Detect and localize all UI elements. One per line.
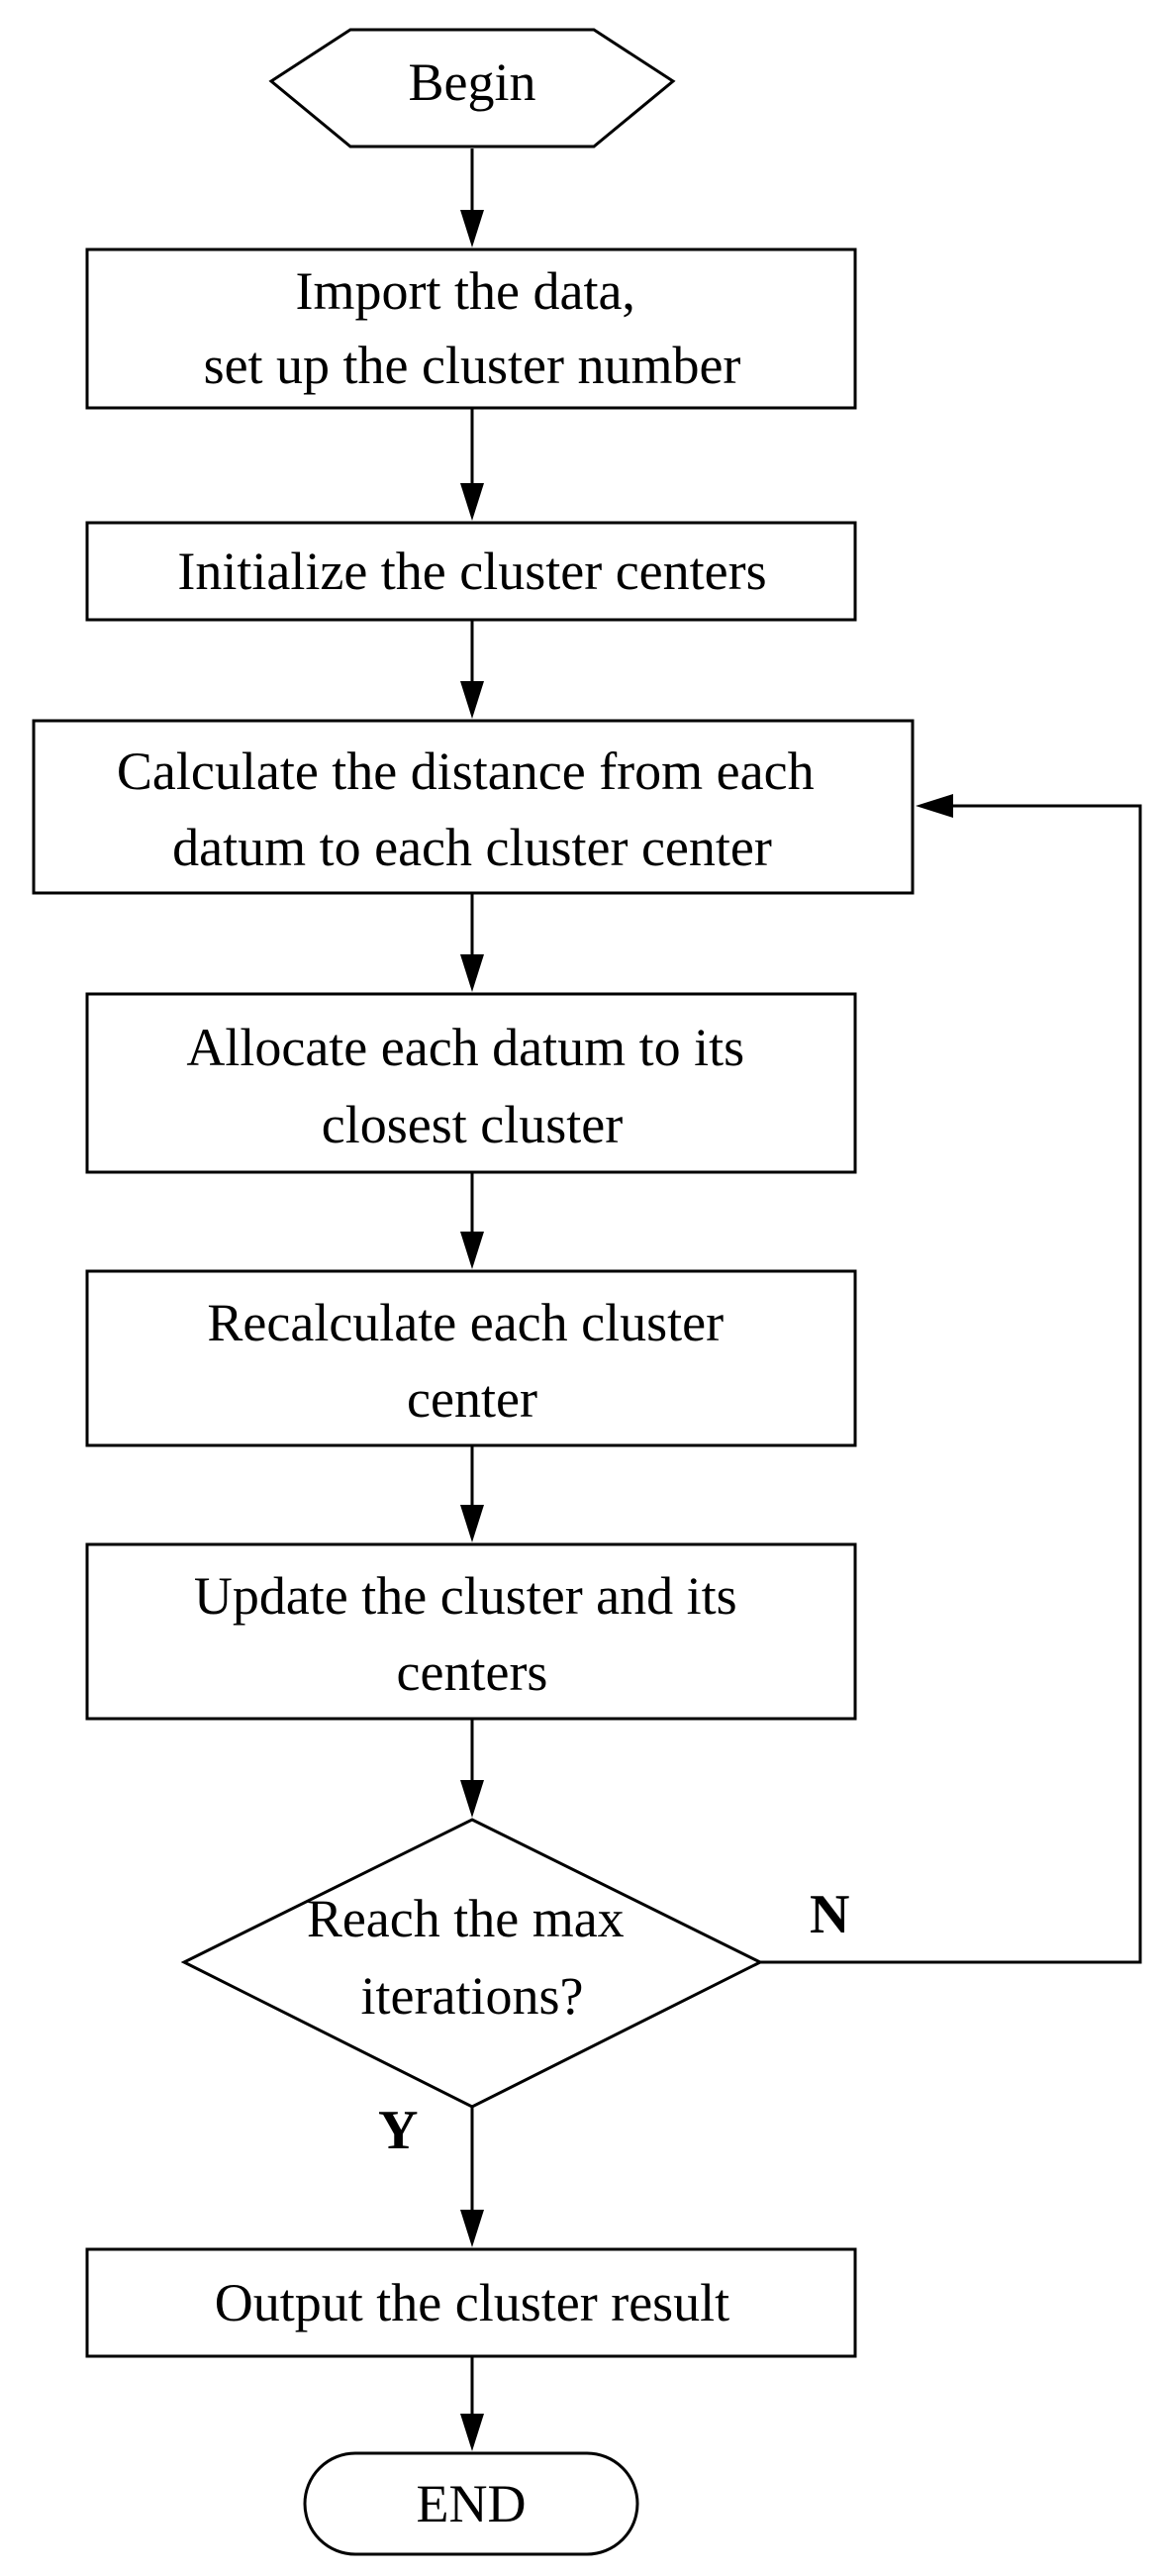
node-distance: Calculate the distance from each datum t… (32, 719, 915, 895)
decision-diamond (180, 1818, 764, 2109)
arrowhead-output (460, 2210, 484, 2247)
branch-label-no: N (810, 1884, 849, 1945)
node-recalc: Recalculate each cluster center (85, 1269, 857, 1447)
svg-text:Calculate the distance from ea: Calculate the distance from each datum t… (117, 742, 827, 877)
init-box (85, 521, 857, 622)
arrowhead-end (460, 2414, 484, 2451)
node-allocate: Allocate each datum to its closest clust… (85, 992, 857, 1174)
node-output: Output the cluster result (85, 2247, 857, 2358)
svg-text:Allocate each datum to its: Allocate each datum to its closest clust… (186, 1018, 757, 1154)
svg-text:Output the cluster result: Output the cluster result (215, 2273, 729, 2332)
begin-label: Begin (409, 52, 536, 112)
end-label: END (417, 2474, 527, 2533)
svg-text:Update the cluster and its: Update the cluster and its centers (194, 1566, 750, 1702)
svg-text:Begin: Begin (409, 52, 536, 112)
output-box (85, 2247, 857, 2358)
loop-back-connector (760, 804, 1142, 1964)
node-import: Import the data, set up the cluster numb… (85, 248, 857, 410)
svg-text:Initialize the cluster centers: Initialize the cluster centers (177, 542, 766, 601)
node-decision: Reach the max iterations? (180, 1818, 764, 2109)
distance-label-line-1: Calculate the distance from each (117, 742, 815, 801)
arrowhead-update (460, 1505, 484, 1542)
recalc-box (85, 1269, 857, 1447)
recalc-label-line-2: center (407, 1369, 537, 1429)
begin-hexagon (268, 28, 676, 149)
import-label-line-1: Import the data, (296, 261, 635, 321)
allocate-label-line-2: closest cluster (322, 1095, 623, 1154)
decision-label-line-1: Reach the max (307, 1889, 625, 1948)
decision-label-line-2: iterations? (361, 1966, 584, 2026)
import-label-line-2: set up the cluster number (204, 336, 741, 395)
arrowhead-decision (460, 1780, 484, 1818)
node-init: Initialize the cluster centers (85, 521, 857, 622)
arrowhead-loop-back (916, 794, 953, 818)
node-update: Update the cluster and its centers (85, 1542, 857, 1721)
allocate-box (85, 992, 857, 1174)
update-label-line-2: centers (397, 1642, 548, 1702)
svg-text:END: END (417, 2474, 527, 2533)
init-label: Initialize the cluster centers (177, 542, 766, 601)
svg-text:Reach the max iterations: Reach the max iterations? (307, 1889, 637, 2026)
output-label: Output the cluster result (215, 2273, 729, 2332)
node-begin: Begin (268, 28, 676, 149)
node-end: END (303, 2451, 639, 2556)
update-box (85, 1542, 857, 1721)
arrowhead-allocate (460, 954, 484, 992)
distance-label-line-2: datum to each cluster center (172, 818, 772, 877)
arrowhead-recalc (460, 1232, 484, 1269)
svg-text:Import the data, set up: Import the data, set up the cluster numb… (204, 261, 741, 395)
connectors (460, 149, 1142, 2451)
arrowhead-init (460, 483, 484, 521)
end-terminator (303, 2451, 639, 2556)
arrowhead-distance (460, 681, 484, 719)
import-box (85, 248, 857, 410)
svg-text:Recalculate each cluster: Recalculate each cluster center (207, 1293, 736, 1429)
update-label-line-1: Update the cluster and its (194, 1566, 737, 1626)
allocate-label-line-1: Allocate each datum to its (186, 1018, 744, 1077)
arrowhead-import (460, 210, 484, 248)
branch-label-yes: Y (378, 2100, 418, 2161)
distance-box (32, 719, 915, 895)
recalc-label-line-1: Recalculate each cluster (207, 1293, 724, 1352)
